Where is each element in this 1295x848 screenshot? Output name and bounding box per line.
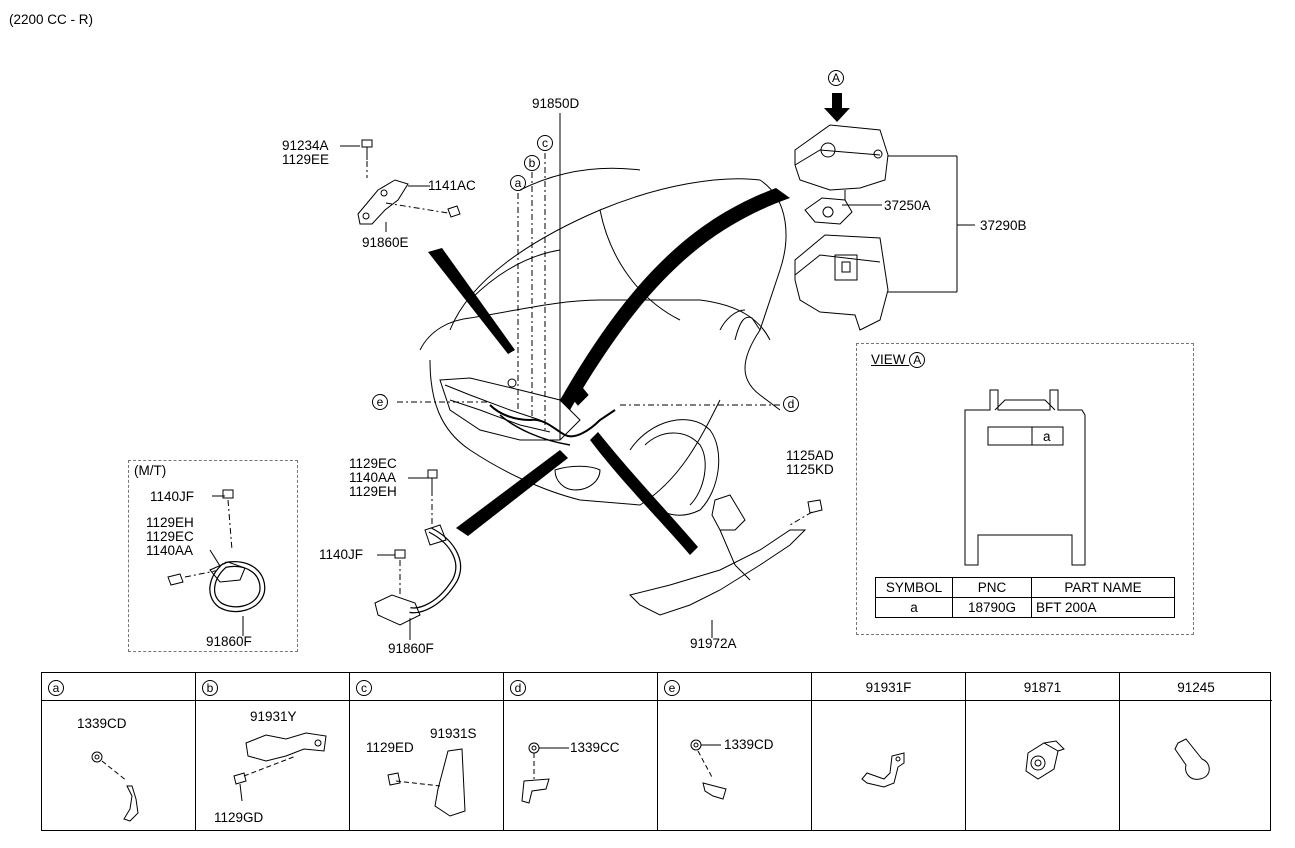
parts-cell-91931F: 91931F	[812, 673, 966, 830]
cell-a-head: a	[48, 680, 64, 696]
part-name-cell: BFT 200A	[1031, 597, 1175, 618]
label-37290B: 37290B	[980, 218, 1027, 233]
cell-d-label-1339CC: 1339CC	[570, 740, 620, 755]
callout-d: d	[783, 396, 799, 412]
pnc-header: PNC	[952, 577, 1032, 598]
cell-a-label-1339CD: 1339CD	[77, 716, 127, 731]
cell-c-drawing	[387, 748, 466, 817]
label-37250A: 37250A	[884, 198, 931, 213]
parts-cell-d: d 1339CC	[504, 673, 658, 830]
parts-table: a 1339CD b 91931Y 1129GD c 1129ED 91931S…	[41, 672, 1272, 831]
wiring-diagram-illustration	[167, 93, 1086, 640]
cell-d-head: d	[510, 680, 526, 696]
parts-cell-b: b 91931Y 1129GD	[196, 673, 350, 830]
mt-label-91860F: 91860F	[206, 634, 252, 649]
cell-b-label-1129GD: 1129GD	[214, 810, 264, 825]
parts-cell-91871: 91871	[966, 673, 1120, 830]
pnc-cell: 18790G	[952, 597, 1032, 618]
cell-91931F-drawing	[861, 752, 905, 788]
cell-a-drawing	[91, 751, 139, 822]
cell-b-drawing	[233, 732, 327, 802]
callout-c: c	[537, 135, 553, 151]
callout-a: a	[510, 175, 526, 191]
cell-b-label-91931Y: 91931Y	[250, 709, 297, 724]
label-91234A: 91234A	[282, 138, 329, 153]
label-91860E: 91860E	[362, 235, 409, 250]
view-title: VIEW A	[871, 352, 926, 368]
engine-note: (2200 CC - R)	[9, 12, 94, 27]
callout-b: b	[524, 155, 540, 171]
label-91972A: 91972A	[690, 636, 737, 651]
parts-cell-91245: 91245	[1120, 673, 1272, 830]
parts-cell-e: e 1339CD	[658, 673, 812, 830]
mt-label-1140AA: 1140AA	[146, 543, 194, 558]
cell-91931F-head: 91931F	[865, 680, 912, 695]
parts-cell-c: c 1129ED 91931S	[350, 673, 504, 830]
label-1141AC: 1141AC	[428, 178, 476, 193]
label-1140AA: 1140AA	[349, 470, 397, 485]
mt-label-1129EC: 1129EC	[146, 529, 194, 544]
cell-91871-head: 91871	[1023, 680, 1062, 695]
view-symbol: a	[1043, 429, 1051, 444]
label-1129EE: 1129EE	[282, 152, 330, 167]
cell-c-label-91931S: 91931S	[430, 726, 477, 741]
symbol-header: SYMBOL	[875, 577, 953, 598]
cell-e-drawing	[690, 739, 727, 800]
label-1129EC: 1129EC	[349, 456, 397, 471]
label-91860F: 91860F	[388, 641, 434, 656]
parts-cell-a: a 1339CD	[42, 673, 196, 830]
manual-transmission-box	[128, 460, 298, 652]
view-callout-A: A	[909, 352, 926, 368]
callout-e: e	[372, 394, 388, 410]
cell-c-label-1129ED: 1129ED	[366, 740, 414, 755]
mt-title: (M/T)	[134, 463, 167, 478]
cell-c-head: c	[356, 680, 372, 696]
symbol-cell: a	[875, 597, 953, 618]
view-a-box	[856, 343, 1194, 635]
callout-A: A	[828, 70, 844, 86]
mt-label-1129EH: 1129EH	[146, 515, 194, 530]
cell-d-drawing	[521, 742, 569, 804]
label-1125AD: 1125AD	[786, 448, 834, 463]
label-1125KD: 1125KD	[786, 462, 834, 477]
cell-91245-head: 91245	[1177, 680, 1215, 695]
label-91850D: 91850D	[532, 96, 580, 111]
cell-e-head: e	[664, 680, 680, 696]
cell-91871-drawing	[1025, 740, 1065, 780]
label-1140JF: 1140JF	[319, 547, 364, 562]
cell-91245-drawing	[1174, 738, 1210, 780]
cell-b-head: b	[202, 680, 218, 696]
part-name-header: PART NAME	[1031, 577, 1175, 598]
mt-label-1140JF: 1140JF	[150, 489, 195, 504]
symbol-table: SYMBOL PNC PART NAME a 18790G BFT 200A	[875, 577, 1175, 618]
label-1129EH: 1129EH	[349, 484, 397, 499]
cell-e-label-1339CD: 1339CD	[724, 737, 774, 752]
